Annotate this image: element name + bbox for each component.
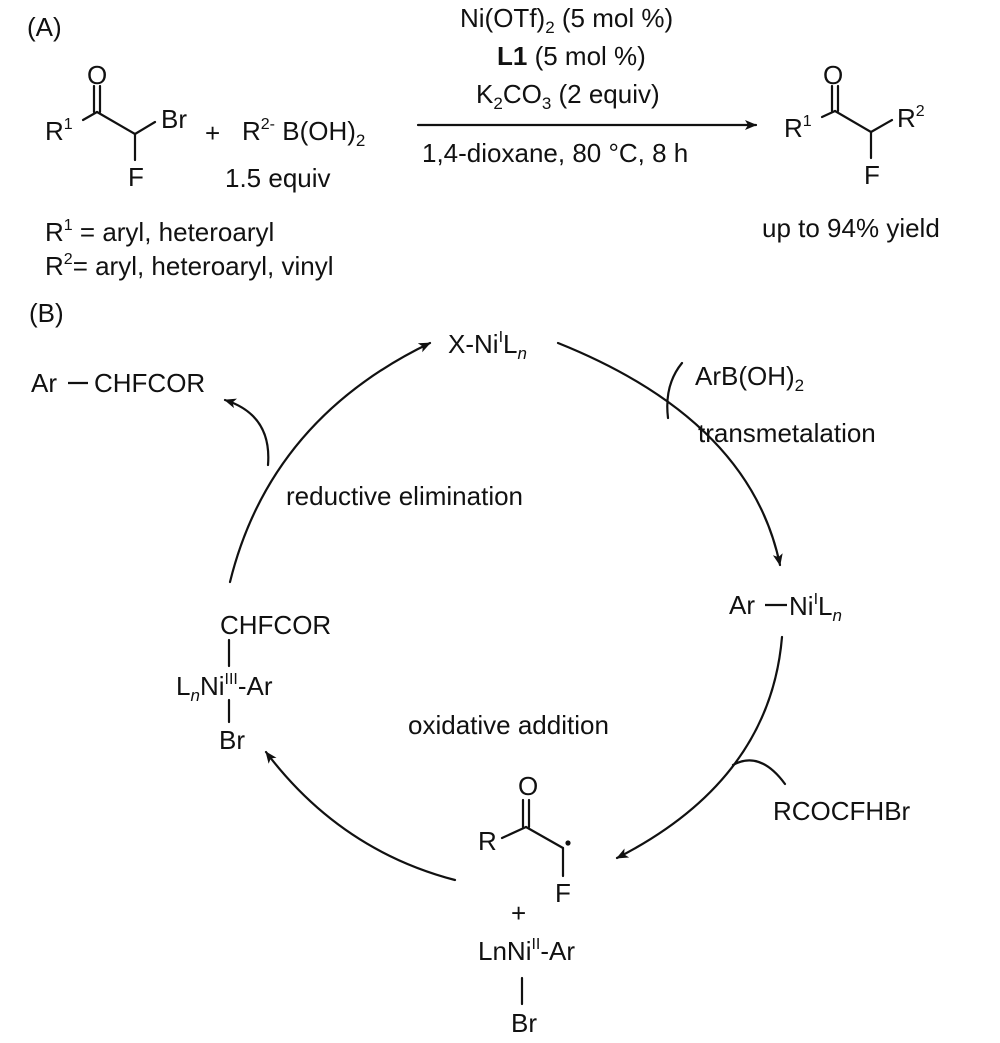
radical-dot (565, 840, 571, 846)
step-oxidative-addition: oxidative addition (408, 710, 609, 740)
product-bonds (820, 84, 894, 160)
panel-b-label: (B) (29, 298, 64, 328)
boronic-acid-equiv: 1.5 equiv (225, 163, 331, 193)
arc-reagent1-in (666, 361, 684, 420)
catalyst: Ni(OTf)2 (5 mol %) (460, 3, 674, 37)
product-oxygen: O (823, 60, 844, 90)
panel-a-label: (A) (27, 12, 62, 42)
product-r1: R1 (784, 113, 812, 143)
radical-fluorine: F (555, 878, 571, 908)
atom-oxygen: O (87, 60, 108, 90)
yield-note: up to 94% yield (762, 213, 940, 243)
step-transmetalation: transmetalation (698, 418, 876, 448)
radical-oxygen: O (518, 771, 539, 801)
species-ni-ii: LnNiII-Ar (478, 936, 576, 966)
atom-fluorine: F (128, 162, 144, 192)
product-fluorine: F (864, 160, 880, 190)
step-reductive-elimination: reductive elimination (286, 481, 524, 511)
radical-bonds (500, 798, 565, 878)
reagent-bromofluoroketone: RCOCFHBr (773, 796, 911, 826)
released-product-rest: CHFCOR (94, 368, 206, 398)
radical-r: R (478, 826, 497, 856)
arc-reductive-elimination (228, 341, 432, 584)
species-x-ni-i: X-NiILn (448, 329, 527, 363)
arc-to-left-species (264, 750, 457, 882)
arc-transmetalation (556, 341, 783, 567)
r1-definition: R1 = aryl, heteroaryl (45, 217, 275, 247)
reagent-arylboronic-acid: ArB(OH)2 (695, 361, 805, 395)
atom-bromine: Br (161, 104, 187, 134)
r2-definition: R2= aryl, heteroaryl, vinyl (45, 251, 334, 281)
ligand: L1 (5 mol %) (497, 41, 646, 71)
released-product-ar: Ar (31, 368, 57, 398)
reactant1-bonds (81, 84, 157, 162)
plus-sign: + (205, 118, 221, 148)
product-r2: R2 (897, 103, 925, 133)
ni-ii-bromide: Br (511, 1008, 537, 1038)
base: K2CO3 (2 equiv) (476, 79, 660, 113)
solvent-temp-time: 1,4-dioxane, 80 °C, 8 h (422, 138, 689, 168)
plus-sign-b: + (511, 898, 527, 928)
r1-group: R1 (45, 116, 73, 146)
boronic-acid: R2- B(OH)2 (242, 116, 366, 150)
arc-reagent2-in (731, 759, 787, 786)
arc-product-release (223, 398, 270, 467)
arc-oxidative-addition (615, 635, 784, 860)
